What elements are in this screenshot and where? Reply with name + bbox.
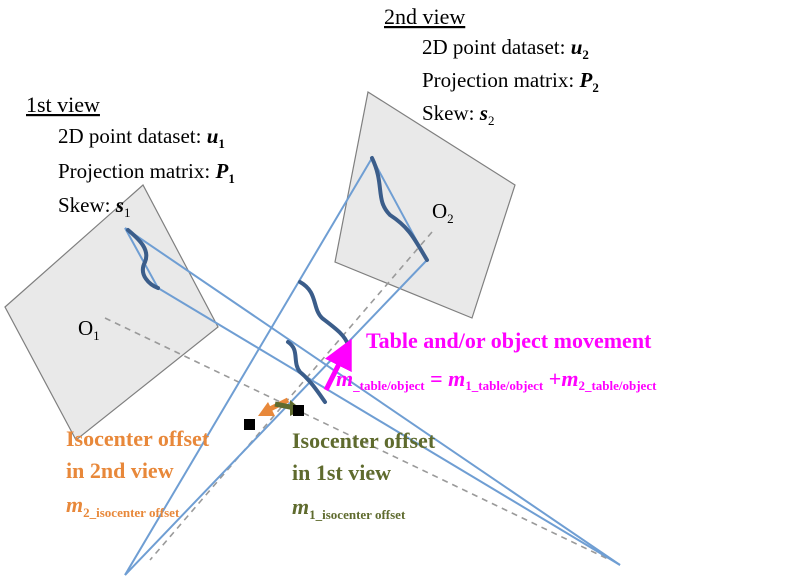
iso2-symbol: m2_isocenter offset: [66, 492, 180, 520]
view2-skew: Skew: s2: [422, 101, 494, 128]
movement-title: Table and/or object movement: [366, 328, 652, 353]
isocenter-marker-1: [293, 405, 304, 416]
view1-dataset: 2D point dataset: u1: [58, 124, 225, 151]
view1-image-plane: [4, 184, 219, 441]
object-curves: [126, 156, 429, 404]
movement-equation: m_table/object = m1_table/object +m2_tab…: [336, 366, 657, 393]
iso1-line1: Isocenter offset: [292, 428, 436, 453]
iso1-line2: in 1st view: [292, 460, 391, 485]
view1-skew: Skew: s1: [58, 193, 130, 220]
view2-title: 2nd view: [384, 4, 465, 29]
view1-central-axis: [104, 317, 611, 561]
view1-title: 1st view: [26, 92, 100, 117]
iso2-line2: in 2nd view: [66, 458, 174, 483]
iso2-line1: Isocenter offset: [66, 426, 210, 451]
iso1-symbol: m1_isocenter offset: [292, 494, 406, 522]
isocenter-marker-2: [244, 419, 255, 430]
view1-matrix: Projection matrix: P1: [58, 159, 235, 186]
view2-matrix: Projection matrix: P2: [422, 68, 599, 95]
movement-arrow: [323, 338, 352, 392]
view2-image-plane: [334, 91, 516, 319]
view1-origin-label: O1: [78, 316, 100, 343]
view2-dataset: 2D point dataset: u2: [422, 35, 589, 62]
projection-rays: [124, 157, 621, 576]
view2-origin-label: O2: [432, 199, 454, 226]
